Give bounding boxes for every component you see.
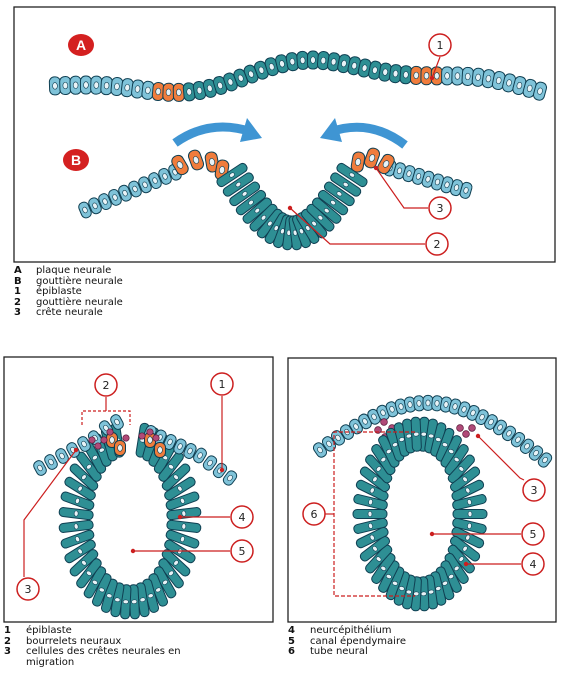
legend-text: cellules des crêtes neurales en [26,646,181,657]
cell [452,67,464,85]
crest-cell [107,429,113,435]
crest-cell [139,433,145,439]
legend-text: épiblaste [36,286,82,297]
callout-3-top: 3 [429,197,451,219]
legend-text: tube neural [310,646,368,657]
cell [307,51,318,69]
legend-text: crête neurale [36,307,103,318]
legend-key: 1 [14,287,36,298]
legend-text: plaque neurale [36,265,111,276]
legend-key: 3 [14,308,36,319]
bottom-left-legend: 1épiblaste2bourrelets neuraux3cellules d… [4,626,181,668]
legend-key: A [14,266,36,277]
legend-key: 4 [288,626,310,637]
legend-text: gouttière neurale [36,276,123,287]
cell [70,76,81,94]
svg-text:1: 1 [219,378,226,391]
stage-a-badge: A [68,34,94,56]
callout-1-top: 1 [429,34,451,56]
svg-text:5: 5 [239,545,246,558]
legend-text-continued: migration [4,658,181,669]
cell [421,67,432,85]
svg-text:1: 1 [437,39,444,52]
svg-text:3: 3 [437,202,444,215]
svg-text:3: 3 [25,583,32,596]
callout-5-right: 5 [522,523,544,545]
cell [155,443,166,458]
cell [115,441,126,456]
legend-text: bourrelets neuraux [26,636,121,647]
callout-3-left: 3 [17,578,39,600]
callout-1-left: 1 [211,373,233,395]
legend-text: canal épendymaire [310,636,406,647]
svg-text:6: 6 [311,508,318,521]
top-legend: Aplaque neuraleBgouttière neurale1épibla… [14,266,123,319]
callout-2-left: 2 [95,374,117,396]
svg-text:4: 4 [239,511,246,524]
legend-key: 6 [288,647,310,658]
crest-cell [381,419,388,426]
cell [60,76,72,94]
crest-cell [153,435,159,441]
svg-text:4: 4 [530,558,537,571]
crest-cell [89,437,95,443]
stage-b-badge: B [63,149,89,171]
crest-cell [101,437,107,443]
cell [453,510,487,519]
svg-text:2: 2 [434,238,441,251]
cell [173,83,184,101]
callout-6-right: 6 [303,503,325,525]
callout-2-top: 2 [426,233,448,255]
cell [91,76,103,94]
legend-item: 3crête neurale [14,308,123,319]
crest-cell [147,429,153,435]
legend-text: épiblaste [26,625,72,636]
callout-3-right: 3 [523,479,545,501]
bottom-right-legend: 4neurcépithélium5canal épendymaire6tube … [288,626,406,658]
legend-key: 3 [4,647,26,658]
cell [49,77,61,95]
svg-text:5: 5 [530,528,537,541]
crest-cell [95,443,101,449]
svg-text:2: 2 [103,379,110,392]
callout-4-left: 4 [231,506,253,528]
crest-cell [123,435,129,441]
cell [442,67,453,85]
cell [423,395,433,410]
cell [163,83,175,101]
cell [411,417,422,451]
callout-4-right: 4 [522,553,544,575]
callout-5-left: 5 [231,540,253,562]
legend-text: gouttière neurale [36,297,123,308]
svg-text:A: A [76,37,86,53]
legend-text: neurcépithélium [310,625,392,636]
svg-text:3: 3 [531,484,538,497]
legend-key: 1 [4,626,26,637]
crest-cell [469,425,476,432]
cell [353,510,387,519]
crest-cell [463,431,470,438]
svg-text:B: B [71,152,81,168]
crest-cell [457,425,464,432]
cell [80,76,91,94]
cell [410,66,422,85]
legend-item: 6tube neural [288,647,406,658]
left-panel-frame [4,357,273,622]
